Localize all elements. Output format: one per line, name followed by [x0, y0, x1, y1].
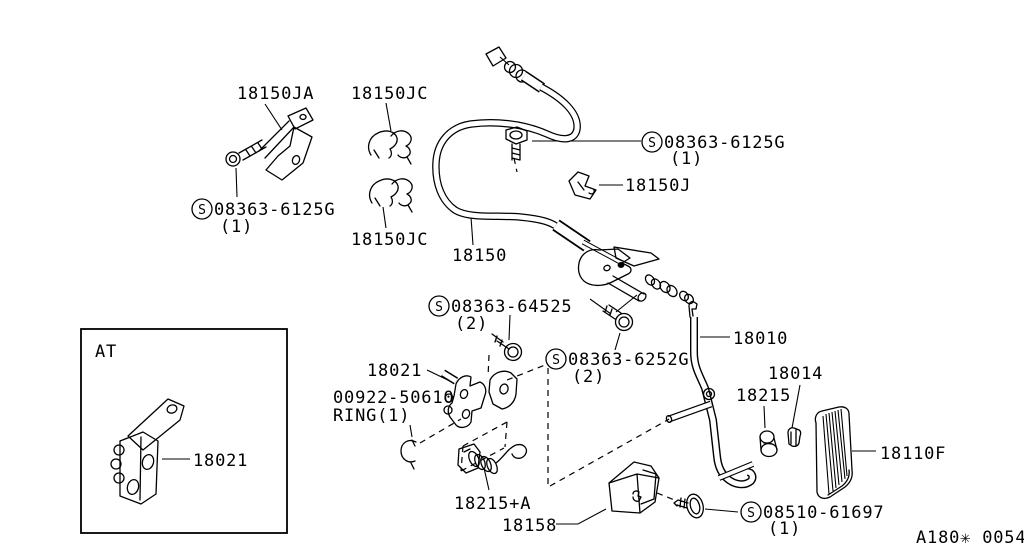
- label-18150j: 18150J: [625, 176, 691, 196]
- screw-symbol-circle: [641, 131, 663, 153]
- pedal-pad-18110f: [814, 406, 853, 499]
- bolt-08363-64525: [491, 333, 523, 362]
- screw-symbol-circle: [545, 348, 567, 370]
- label-18010: 18010: [733, 329, 788, 349]
- label-ring-qty: RING(1): [333, 406, 410, 426]
- label-08363-64525: 08363-64525: [451, 297, 572, 317]
- at-box-title: AT: [95, 342, 117, 362]
- bolt-08363-6125g-right: [505, 126, 528, 161]
- label-08363-6252g: 08363-6252G: [568, 350, 689, 370]
- label-18150: 18150: [452, 246, 507, 266]
- label-08363-64525-qty: (2): [455, 314, 488, 334]
- label-00922-50610: 00922-50610: [333, 388, 454, 408]
- label-08363-6252g-qty: (2): [572, 367, 605, 387]
- screw-symbol-circle: [740, 501, 762, 523]
- bolt-08363-6252g: [602, 304, 634, 332]
- screw-symbol: S: [552, 353, 560, 368]
- label-18215: 18215: [736, 386, 791, 406]
- clip-18150jc-top: [367, 130, 412, 165]
- spring-assembly-18215a: [457, 443, 528, 475]
- label-18014: 18014: [768, 364, 823, 384]
- pedal-arm-18010: [665, 300, 757, 489]
- label-18150ja: 18150JA: [237, 84, 314, 104]
- dashed-construction-lines: [419, 157, 681, 502]
- at-inset-box: [80, 328, 288, 534]
- label-18150jc-top: 18150JC: [351, 84, 428, 104]
- screw-symbol: S: [198, 203, 206, 218]
- screw-symbol-circle: [191, 198, 213, 220]
- accelerator-cable-18150: [432, 46, 626, 267]
- label-18021: 18021: [367, 361, 422, 381]
- screw-symbol: S: [648, 136, 656, 151]
- label-18150jc-bottom: 18150JC: [351, 230, 428, 250]
- clip-18150j: [568, 171, 597, 200]
- bracket-18021: [440, 369, 518, 429]
- label-08510-61697-qty: (1): [768, 519, 801, 539]
- clip-18215: [759, 430, 778, 458]
- throttle-lever-assembly: [577, 246, 695, 305]
- sheet-code: A180✳ 0054: [916, 528, 1024, 546]
- bushing-18014: [787, 427, 802, 448]
- label-08363-6125g-left-qty: (1): [220, 217, 253, 237]
- label-08363-6125g-right-qty: (1): [670, 149, 703, 169]
- label-18158: 18158: [502, 516, 557, 536]
- screw-symbol-circle: [428, 295, 450, 317]
- labels: 18150JA 18150JC 18150JC S 08363-6125G (1…: [95, 84, 1024, 546]
- bolt-08363-6125g-left: [225, 139, 267, 167]
- label-08363-6125g-left: 08363-6125G: [214, 200, 335, 220]
- snap-ring-00922-50610: [400, 439, 417, 470]
- screw-symbol: S: [747, 506, 755, 521]
- label-08363-6125g-right: 08363-6125G: [664, 133, 785, 153]
- bracket-18021-at: [110, 398, 185, 505]
- leader-lines: [162, 102, 876, 525]
- clip-18150jc-bottom: [368, 178, 413, 213]
- bracket-18150ja: [258, 107, 314, 181]
- label-18215a: 18215+A: [454, 494, 531, 514]
- label-18021-at: 18021: [193, 451, 248, 471]
- screw-symbol: S: [435, 300, 443, 315]
- label-08510-61697: 08510-61697: [763, 503, 884, 523]
- screw-08510-61697: [673, 493, 704, 519]
- label-18110f: 18110F: [880, 444, 946, 464]
- stopper-18158: [608, 461, 660, 514]
- cable-adjust-nuts: [644, 274, 695, 305]
